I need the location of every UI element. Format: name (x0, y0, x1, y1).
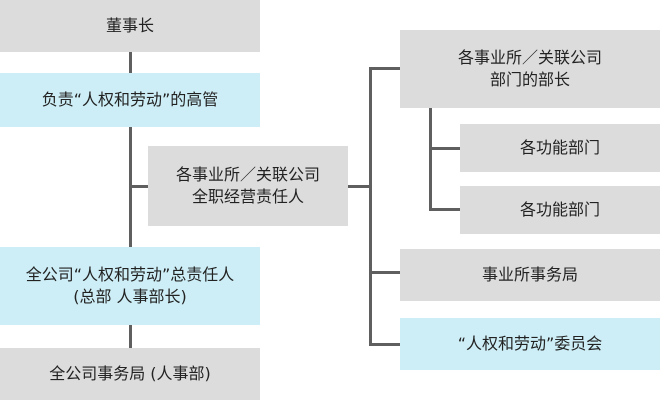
branch-to-site-office (369, 271, 400, 274)
fulltime-manager-node: 各事业所／关联公司 全职经营责任人 (148, 146, 348, 226)
dept-head-label: 各事业所／关联公司 部门的部长 (457, 48, 602, 89)
fulltime-manager-label: 各事业所／关联公司 全职经营责任人 (175, 165, 320, 206)
branch-to-fulltime-manager (129, 185, 148, 188)
company-hr-head-node: 全公司“人权和劳动”总责任人 (总部 人事部长) (0, 247, 260, 325)
company-office-node: 全公司事务局 (人事部) (0, 348, 260, 400)
hr-exec-label: 负责“人权和劳动”的高管 (41, 90, 219, 109)
hr-committee-node: “人权和劳动”委员会 (400, 318, 660, 370)
hr-exec-node: 负责“人权和劳动”的高管 (0, 73, 260, 127)
hr-committee-label: “人权和劳动”委员会 (457, 334, 603, 353)
company-hr-head-label: 全公司“人权和劳动”总责任人 (总部 人事部长) (25, 265, 235, 306)
function-dept-2-label: 各功能部门 (519, 200, 600, 219)
function-dept-1-label: 各功能部门 (519, 138, 600, 157)
branch-to-dept-head (369, 67, 400, 70)
dept-head-node: 各事业所／关联公司 部门的部长 (400, 30, 660, 108)
branch-to-hr-committee (369, 343, 400, 346)
function-dept-1-node: 各功能部门 (460, 124, 660, 172)
branch-to-function-dept-2 (429, 208, 460, 211)
link-to-right-trunk (348, 185, 371, 188)
branch-to-function-dept-1 (429, 147, 460, 150)
trunk-line-left (129, 52, 132, 348)
chairman-label: 董事长 (105, 16, 154, 35)
site-office-node: 事业所事务局 (400, 249, 660, 301)
function-dept-2-node: 各功能部门 (460, 186, 660, 234)
site-office-label: 事业所事务局 (481, 265, 578, 284)
company-office-label: 全公司事务局 (人事部) (49, 364, 211, 383)
trunk-line-right (369, 67, 372, 345)
chairman-node: 董事长 (0, 0, 260, 52)
sub-trunk-function-depts (429, 108, 432, 210)
